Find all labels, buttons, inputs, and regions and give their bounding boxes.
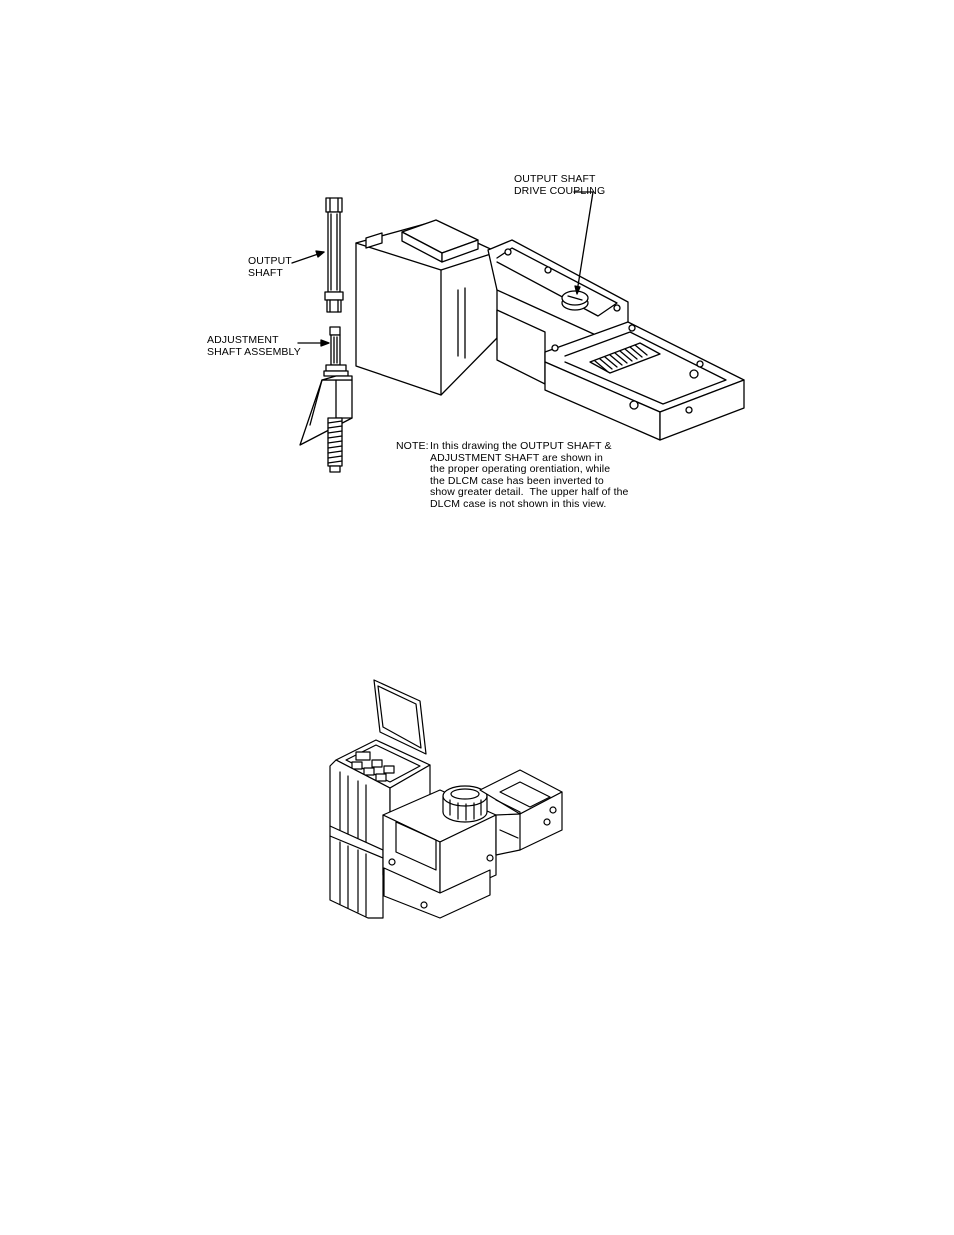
knob-drawing [443, 786, 487, 822]
